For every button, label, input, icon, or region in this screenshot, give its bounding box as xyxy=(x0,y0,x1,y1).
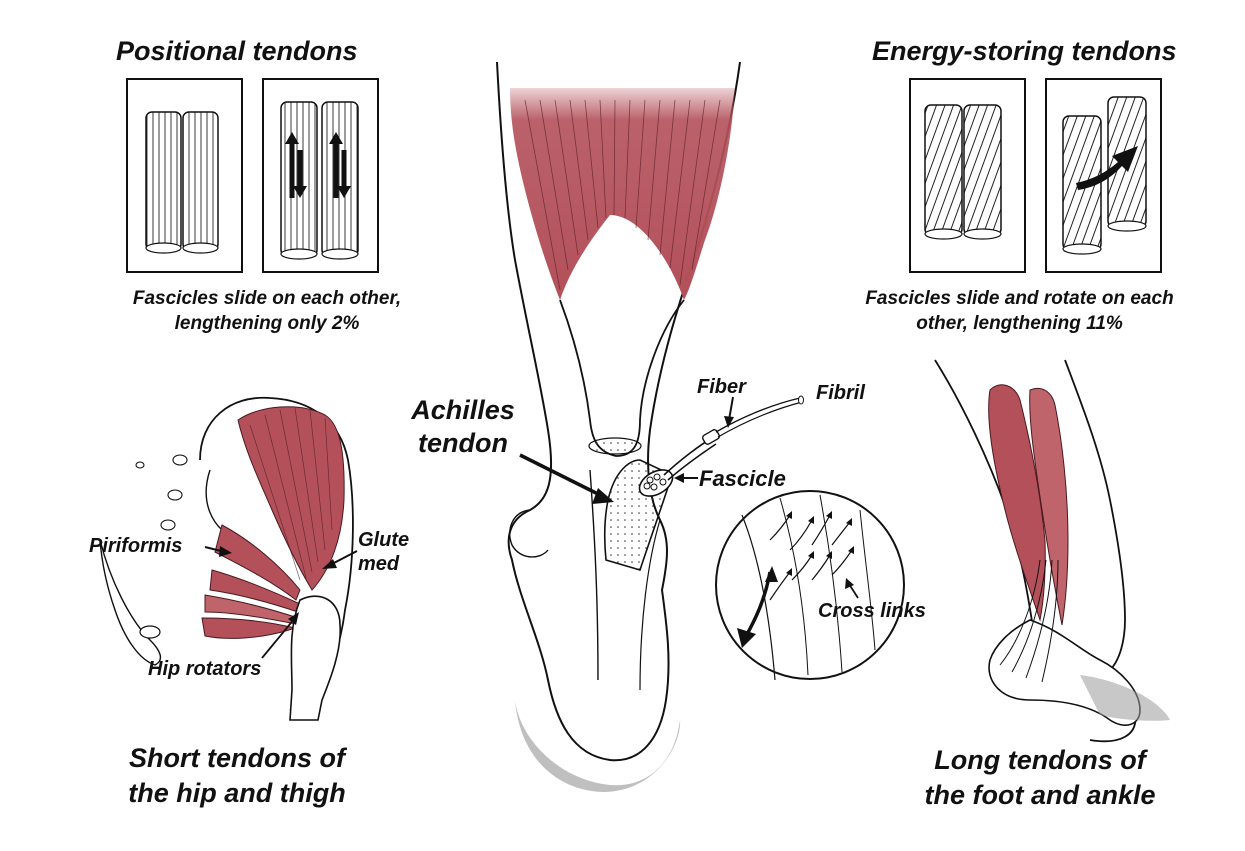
energy-caption-line2: other, lengthening 11% xyxy=(916,313,1123,334)
fascicle-pair-twisted xyxy=(924,104,1002,240)
glute-med-label-line1: Glute xyxy=(358,529,410,551)
calf-muscle-striations xyxy=(524,99,721,291)
positional-tendons-panel xyxy=(126,78,379,273)
glute-med-label-line2: med xyxy=(358,553,400,575)
achilles-pointer-arrow xyxy=(519,453,614,504)
energy-title: Energy-storing tendons xyxy=(872,36,1177,66)
positional-caption-line1: Fascicles slide on each other, xyxy=(132,288,402,309)
rotate-arrow-icon xyxy=(1076,146,1138,190)
positional-caption: Fascicles slide on each other, lengtheni… xyxy=(72,286,462,336)
fibril-label: Fibril xyxy=(816,382,865,404)
piriformis-pointer xyxy=(204,546,232,557)
foot-caption: Long tendons of the foot and ankle xyxy=(880,743,1200,813)
fiber-pointer-arrow xyxy=(724,396,734,428)
energy-caption-line1: Fascicles slide and rotate on each xyxy=(865,288,1174,309)
hip-rotators-label: Hip rotators xyxy=(148,658,262,680)
slide-arrow-icon xyxy=(285,132,351,198)
piriformis-label: Piriformis xyxy=(89,535,183,557)
energy-caption: Fascicles slide and rotate on each other… xyxy=(812,286,1227,336)
positional-title: Positional tendons xyxy=(116,36,358,66)
foot-illustration xyxy=(934,359,1170,743)
fascicle-label: Fascicle xyxy=(699,466,786,491)
cross-links-label: Cross links xyxy=(818,600,926,622)
cross-links-magnifier xyxy=(715,490,905,681)
piriformis-muscle xyxy=(214,524,301,601)
fascicle-pair-static xyxy=(145,111,219,254)
fiber-strands xyxy=(663,395,804,481)
hip-caption-line1: Short tendons of xyxy=(129,743,345,773)
hip-illustration xyxy=(99,396,354,721)
cross-links-pointer xyxy=(845,578,859,599)
calf-illustration xyxy=(496,61,804,792)
achilles-label-line2: tendon xyxy=(418,428,508,458)
glute-med-muscle xyxy=(237,406,345,591)
fascicle-pointer-arrow xyxy=(674,473,698,483)
hip-caption-line2: the hip and thigh xyxy=(128,778,346,808)
glute-med-pointer xyxy=(322,550,358,569)
achilles-tendon-cutaway xyxy=(603,459,674,571)
foot-tendons xyxy=(999,559,1059,683)
fascicle-pair-sliding xyxy=(280,101,359,260)
hip-caption: Short tendons of the hip and thigh xyxy=(82,741,392,811)
stretch-arrow-icon xyxy=(737,566,778,648)
achilles-label: Achilles tendon xyxy=(398,394,528,460)
glute-med-label: Glute med xyxy=(358,528,409,576)
foot-muscle-left xyxy=(988,384,1046,622)
calf-muscle xyxy=(510,88,735,300)
hip-rotators-pointer xyxy=(261,612,299,659)
positional-caption-line2: lengthening only 2% xyxy=(174,313,360,334)
fascicle-pair-rotating xyxy=(1062,96,1147,255)
sacral-foramina xyxy=(135,454,188,531)
fiber-label: Fiber xyxy=(697,376,746,398)
foot-caption-line2: the foot and ankle xyxy=(924,780,1156,810)
foot-caption-line1: Long tendons of xyxy=(934,745,1146,775)
energy-storing-tendons-panel xyxy=(909,78,1162,273)
achilles-label-line1: Achilles xyxy=(411,395,515,425)
